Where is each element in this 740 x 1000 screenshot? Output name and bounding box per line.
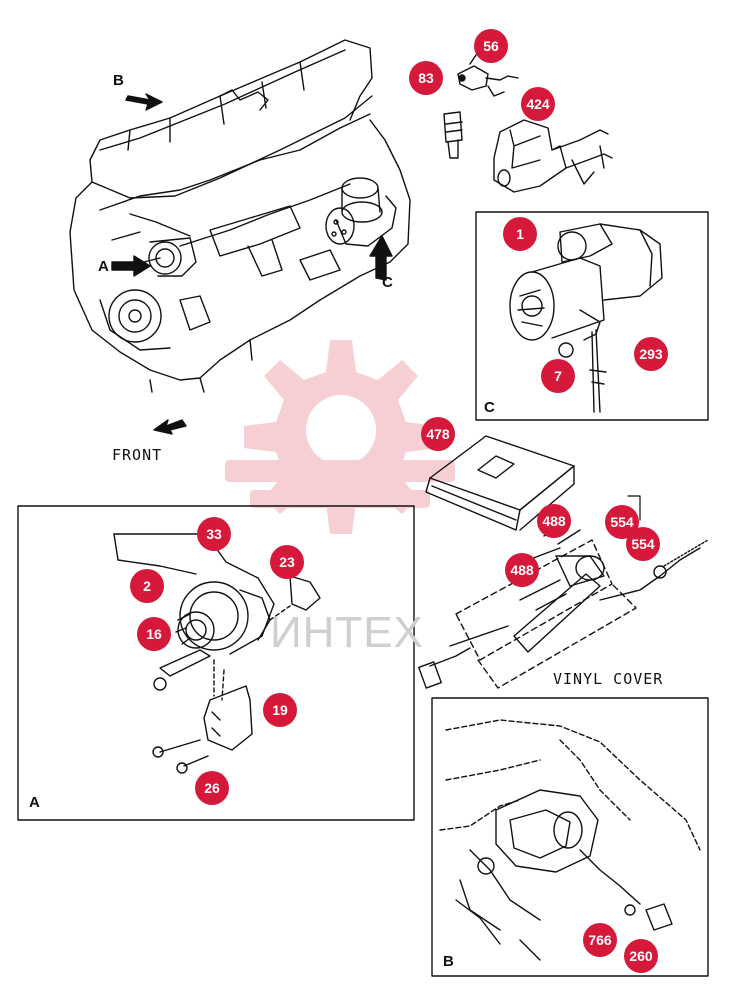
watermark-text: ИНТЕХ (270, 608, 424, 657)
callout-16[interactable]: 16 (137, 617, 171, 651)
panel-c-label: C (484, 399, 495, 416)
panel-a-frame (17, 505, 415, 821)
view-b-arrow-icon (125, 93, 163, 111)
callout-293[interactable]: 293 (634, 337, 668, 371)
view-b-arrow-label: B (113, 72, 124, 89)
callout-260[interactable]: 260 (624, 939, 658, 973)
ecu-module-478 (425, 435, 575, 531)
callout-424[interactable]: 424 (521, 87, 555, 121)
engine-detail-b (439, 719, 701, 851)
relay-424 (493, 119, 613, 193)
view-a-arrow-icon (111, 255, 151, 277)
throttle-sensor-b (455, 789, 673, 961)
sensor-56 (457, 51, 519, 97)
accelerator-actuator (418, 495, 709, 689)
callout-7[interactable]: 7 (541, 359, 575, 393)
bracket-23 (289, 575, 321, 611)
watermark-gear-icon (225, 340, 455, 534)
panel-b-frame (431, 697, 709, 977)
adjusting-bracket-19 (203, 685, 253, 751)
front-label: FRONT (112, 446, 163, 464)
callout-33[interactable]: 33 (197, 517, 231, 551)
view-a-arrow-label: A (98, 258, 109, 275)
callout-83[interactable]: 83 (409, 61, 443, 95)
callout-26[interactable]: 26 (195, 771, 229, 805)
callout-1[interactable]: 1 (503, 217, 537, 251)
sensor-83 (443, 111, 463, 159)
callout-554-bottom[interactable]: 554 (626, 527, 660, 561)
callout-488-top[interactable]: 488 (537, 504, 571, 538)
panel-c-frame (475, 211, 709, 421)
callout-23[interactable]: 23 (270, 545, 304, 579)
front-arrow-icon (153, 419, 187, 435)
engine-assembly (69, 39, 411, 435)
view-c-arrow-label: C (382, 274, 393, 291)
vinyl-cover-label: VINYL COVER (553, 670, 664, 688)
callout-488-bottom[interactable]: 488 (505, 553, 539, 587)
starter-motor-1 (509, 223, 663, 413)
panel-b-label: B (443, 953, 454, 970)
callout-19[interactable]: 19 (263, 693, 297, 727)
callout-2[interactable]: 2 (130, 569, 164, 603)
view-c-arrow-icon (369, 235, 393, 281)
callout-56[interactable]: 56 (474, 29, 508, 63)
callout-766[interactable]: 766 (583, 923, 617, 957)
callout-478[interactable]: 478 (421, 417, 455, 451)
panel-a-label: A (29, 794, 40, 811)
